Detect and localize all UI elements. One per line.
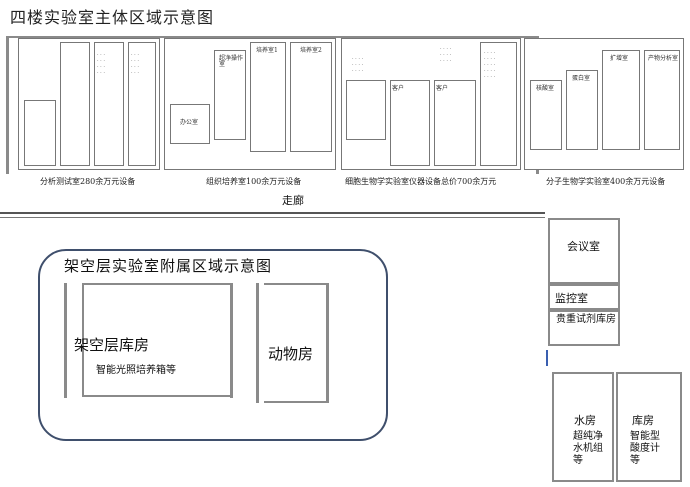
room-culture-a [250, 42, 286, 152]
room-analysis-d [128, 42, 156, 166]
room-analysis-a [24, 100, 56, 166]
room-analysis-c [94, 42, 124, 166]
room-meeting [548, 218, 620, 284]
label-product: 产物分析室 [648, 55, 679, 62]
divider-line-thin [0, 217, 545, 218]
room-monitor [548, 284, 620, 310]
ground-store-title: 架空层库房 [74, 336, 150, 354]
divider-line [0, 212, 545, 214]
label-account-b: 客户 [436, 85, 449, 92]
room-water [552, 372, 614, 482]
room-cell-a [346, 80, 386, 140]
accent-tick [546, 350, 548, 366]
label-water: 水房 [574, 414, 596, 427]
store-detail: 智能型酸度计等 [630, 431, 660, 466]
room-ultra [214, 50, 246, 140]
animal-room-label: 动物房 [268, 345, 314, 363]
caption-analysis: 分析测试室280余万元设备 [40, 177, 136, 186]
room-store [616, 372, 682, 482]
ground-panel [38, 249, 388, 441]
label-protein: 蛋白室 [572, 75, 591, 82]
label-monitor: 监控室 [555, 292, 588, 305]
room-cell-b [390, 80, 430, 166]
room-nucleic [530, 80, 562, 150]
caption-mol-bio: 分子生物学实验室400余万元设备 [546, 177, 666, 186]
floor4-title: 四楼实验室主体区域示意图 [10, 8, 215, 27]
room-protein [566, 70, 598, 150]
ground-title: 架空层实验室附属区域示意图 [64, 257, 273, 275]
room-product [644, 50, 680, 150]
corridor-label: 走廊 [282, 194, 304, 207]
label-office: 办公室 [180, 119, 199, 126]
label-nucleic: 核酸室 [536, 85, 555, 92]
ground-store-detail: 智能光照培养箱等 [96, 365, 176, 376]
label-meeting: 会议室 [567, 240, 600, 253]
room-analysis-b [60, 42, 90, 166]
wall-left [6, 36, 9, 174]
caption-tissue: 组织培养室100余万元设备 [206, 177, 302, 186]
room-cell-c [434, 80, 476, 166]
caption-cell-bio: 细胞生物学实验室仪器设备总价700余万元 [345, 177, 497, 186]
label-ultra: 超净操作室 [219, 55, 244, 68]
room-cell-d [480, 42, 517, 166]
room-amplify [602, 50, 640, 150]
label-culture-a: 培养室1 [256, 47, 278, 54]
wall-top [6, 36, 539, 38]
label-valuable: 贵重试剂库房 [556, 314, 616, 325]
label-amplify: 扩增室 [610, 55, 629, 62]
label-store: 库房 [632, 414, 654, 427]
room-culture-b [290, 42, 332, 152]
room-office [170, 104, 210, 144]
water-detail: 超纯净水机组等 [573, 431, 603, 466]
label-account-a: 客户 [392, 85, 405, 92]
label-culture-b: 培养室2 [300, 47, 322, 54]
room-valuable [548, 310, 620, 346]
